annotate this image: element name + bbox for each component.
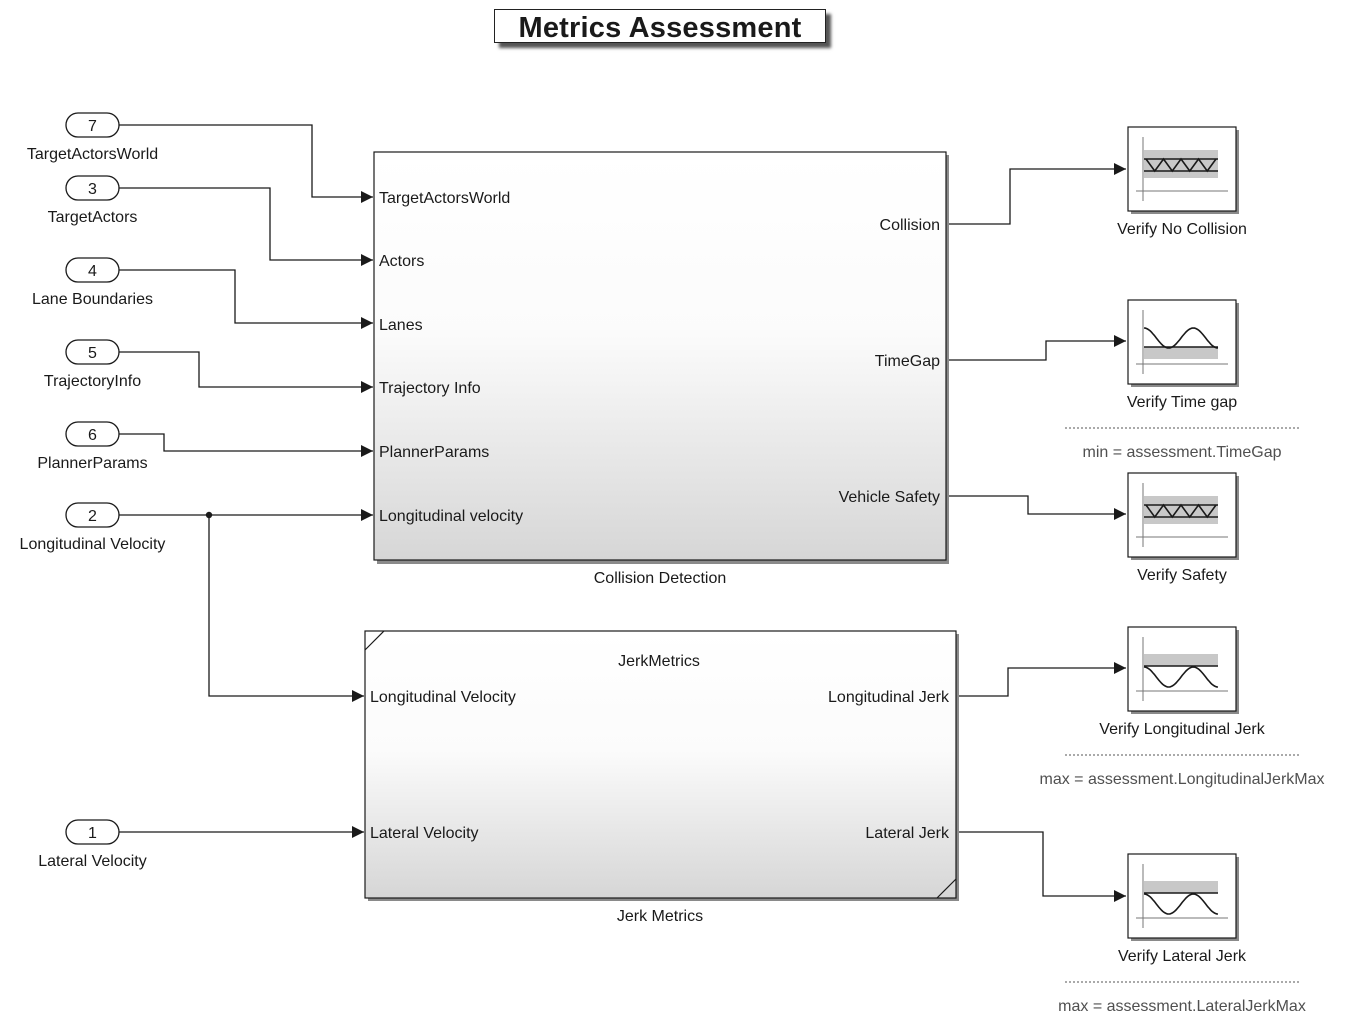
diagram-title: Metrics Assessment bbox=[518, 12, 802, 44]
inport-shape[interactable] bbox=[65, 339, 120, 365]
branch-point bbox=[205, 511, 213, 519]
inport-number: 4 bbox=[88, 263, 97, 280]
verify-block-name: Verify Time gap bbox=[1127, 394, 1237, 411]
inport-label: Lane Boundaries bbox=[32, 291, 153, 308]
signal-line-target-actors-world[interactable] bbox=[119, 124, 373, 203]
inport-label: TargetActors bbox=[48, 209, 138, 226]
jerk-metrics-block[interactable]: JerkMetrics Longitudinal Velocity Latera… bbox=[364, 630, 959, 925]
signal-line-longitudinal-velocity-branch[interactable] bbox=[208, 515, 364, 702]
title-box[interactable]: Metrics Assessment bbox=[494, 9, 826, 44]
inport-number: 2 bbox=[88, 508, 97, 525]
signal-line-collision[interactable] bbox=[946, 163, 1126, 225]
inport-shape[interactable] bbox=[65, 175, 120, 201]
collision-in-port-2: Actors bbox=[379, 253, 424, 270]
verify-block-parameter: max = assessment.LateralJerkMax bbox=[1058, 998, 1306, 1013]
collision-detection-block[interactable]: TargetActorsWorld Actors Lanes Trajector… bbox=[373, 151, 949, 587]
verify-block-body[interactable] bbox=[1127, 626, 1237, 712]
signal-line-lane-boundaries[interactable] bbox=[119, 269, 373, 329]
collision-block-name: Collision Detection bbox=[594, 570, 727, 587]
verify-block-parameter: min = assessment.TimeGap bbox=[1082, 444, 1281, 461]
verify-block-parameter: max = assessment.LongitudinalJerkMax bbox=[1039, 771, 1324, 788]
inport-label: TrajectoryInfo bbox=[44, 373, 141, 390]
signal-line-time-gap[interactable] bbox=[946, 335, 1126, 361]
collision-out-port-1: Collision bbox=[880, 217, 940, 234]
collision-in-port-4: Trajectory Info bbox=[379, 380, 481, 397]
verify-block-1[interactable]: Verify No Collision bbox=[1117, 126, 1247, 238]
verify-block-body[interactable] bbox=[1127, 299, 1237, 385]
jerk-in-port-2: Lateral Velocity bbox=[370, 825, 479, 842]
inport-label: Longitudinal Velocity bbox=[20, 536, 166, 553]
collision-in-port-1: TargetActorsWorld bbox=[379, 190, 510, 207]
inport-number: 3 bbox=[88, 181, 97, 198]
jerk-block-title: JerkMetrics bbox=[618, 653, 700, 670]
signal-lines bbox=[119, 124, 1126, 902]
inport-shape[interactable] bbox=[65, 421, 120, 447]
collision-in-port-6: Longitudinal velocity bbox=[379, 508, 523, 525]
collision-in-port-5: PlannerParams bbox=[379, 444, 489, 461]
verify-block-body[interactable] bbox=[1127, 853, 1237, 939]
verify-block-3[interactable]: Verify Safety bbox=[1127, 472, 1239, 584]
inport-number: 6 bbox=[88, 427, 97, 444]
jerk-out-port-1: Longitudinal Jerk bbox=[828, 689, 950, 706]
signal-line-vehicle-safety[interactable] bbox=[946, 495, 1126, 520]
inport-label: TargetActorsWorld bbox=[27, 146, 158, 163]
inport-label: PlannerParams bbox=[37, 455, 147, 472]
collision-block-body[interactable] bbox=[373, 151, 947, 561]
inport-shape[interactable] bbox=[65, 819, 120, 845]
signal-line-trajectory-info[interactable] bbox=[119, 351, 373, 393]
jerk-block-corner-top-left bbox=[364, 630, 385, 651]
verify-block-4[interactable]: Verify Longitudinal Jerk max = assessment… bbox=[1039, 626, 1325, 788]
lower-bound-wave-icon bbox=[1136, 310, 1228, 374]
collision-in-port-3: Lanes bbox=[379, 317, 423, 334]
signal-line-longitudinal-jerk[interactable] bbox=[956, 662, 1126, 697]
jerk-out-port-2: Lateral Jerk bbox=[865, 825, 950, 842]
inport-number: 1 bbox=[88, 825, 97, 842]
signal-line-target-actors[interactable] bbox=[119, 187, 373, 266]
verify-block-5[interactable]: Verify Lateral Jerk max = assessment.Late… bbox=[1058, 853, 1306, 1013]
jerk-block-corner-bottom-right bbox=[936, 878, 957, 899]
verify-block-name: Verify Lateral Jerk bbox=[1118, 948, 1247, 965]
verify-block-name: Verify No Collision bbox=[1117, 221, 1247, 238]
band-zigzag-icon bbox=[1136, 483, 1228, 547]
collision-out-port-3: Vehicle Safety bbox=[839, 489, 940, 506]
inport-label: Lateral Velocity bbox=[38, 853, 147, 870]
verify-block-2[interactable]: Verify Time gap min = assessment.TimeGap bbox=[1065, 299, 1300, 461]
jerk-block-name: Jerk Metrics bbox=[617, 908, 703, 925]
inport-shape[interactable] bbox=[65, 502, 120, 528]
upper-bound-wave-icon bbox=[1136, 864, 1228, 928]
inport-number: 7 bbox=[88, 118, 97, 135]
band-zigzag-icon bbox=[1136, 137, 1228, 201]
inport-shape[interactable] bbox=[65, 257, 120, 283]
verify-block-name: Verify Safety bbox=[1137, 567, 1227, 584]
inport-shape[interactable] bbox=[65, 112, 120, 138]
jerk-in-port-1: Longitudinal Velocity bbox=[370, 689, 516, 706]
signal-line-lateral-jerk[interactable] bbox=[956, 831, 1126, 902]
upper-bound-wave-icon bbox=[1136, 637, 1228, 701]
verify-block-name: Verify Longitudinal Jerk bbox=[1099, 721, 1265, 738]
jerk-block-body[interactable] bbox=[364, 630, 957, 899]
inport-number: 5 bbox=[88, 345, 97, 362]
signal-line-planner-params[interactable] bbox=[119, 433, 373, 457]
collision-out-port-2: TimeGap bbox=[875, 353, 940, 370]
